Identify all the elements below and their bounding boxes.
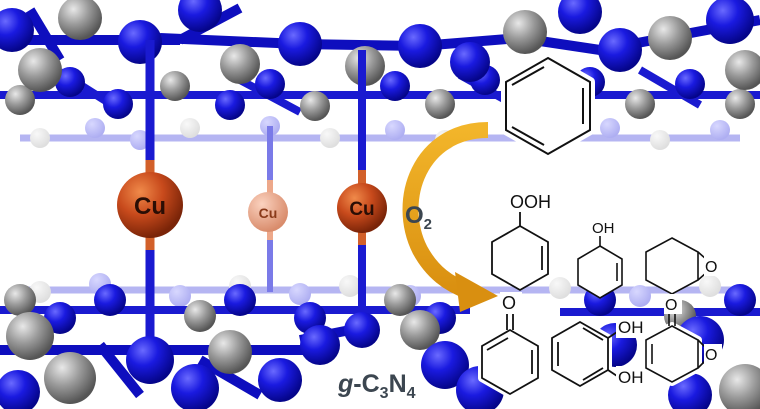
label-diol-bottom: OH xyxy=(618,368,644,387)
product-enol: OH xyxy=(577,218,623,299)
label-epoxyketone-o1: O xyxy=(665,297,677,314)
top-layer-front xyxy=(0,0,760,92)
top-layer-middle xyxy=(0,65,760,121)
product-catechol: OH OH xyxy=(548,316,648,390)
copper-atom-faded xyxy=(248,192,288,232)
product-epoxide: O xyxy=(645,237,722,295)
bottom-layer-back xyxy=(20,273,740,307)
svg-text:O2: O2 xyxy=(405,202,432,233)
label-oh: OH xyxy=(592,220,615,237)
product-epoxyketone: O O xyxy=(642,294,722,386)
copper-atom-large xyxy=(117,172,183,238)
cu-label-faded: Cu xyxy=(259,205,278,221)
oxidant-label: O2 xyxy=(405,202,432,233)
cu-label-medium: Cu xyxy=(349,199,374,220)
reaction-arrow xyxy=(402,122,498,312)
benzene-molecule xyxy=(501,53,595,159)
product-ketone: O xyxy=(478,292,542,398)
label-ketone-o: O xyxy=(502,293,516,313)
cu-label-large: Cu xyxy=(134,193,166,220)
label-epoxide-o: O xyxy=(705,259,717,276)
copper-atom-medium xyxy=(337,183,387,233)
copper-pillars: Cu Cu Cu xyxy=(117,40,387,345)
label-epoxyketone-o2: O xyxy=(705,347,717,364)
product-hydroperoxide: OOH xyxy=(491,190,558,292)
label-ooh: OOH xyxy=(510,192,551,212)
top-layer-back xyxy=(20,116,740,150)
material-label: g-C3N4 xyxy=(337,370,416,402)
label-diol-top: OH xyxy=(618,318,644,337)
svg-text:g-C3N4: g-C3N4 xyxy=(337,370,416,402)
